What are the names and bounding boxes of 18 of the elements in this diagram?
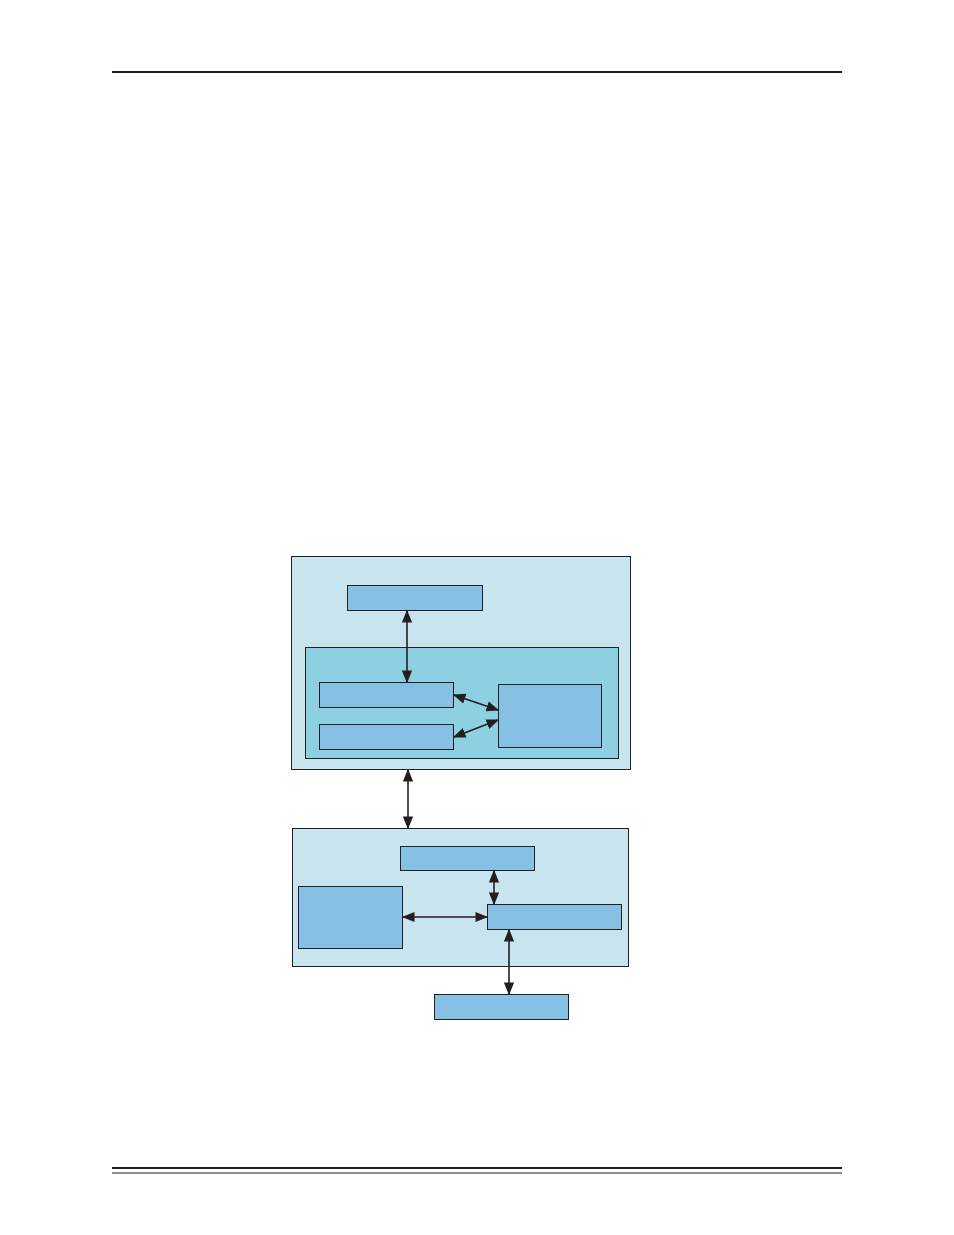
double-arrow xyxy=(401,911,489,923)
component-box xyxy=(347,585,483,611)
double-arrow xyxy=(401,609,413,684)
component-box xyxy=(434,994,569,1020)
component-box xyxy=(298,886,403,949)
component-box xyxy=(487,904,622,930)
component-box xyxy=(319,724,454,750)
component-box xyxy=(400,846,535,871)
component-box xyxy=(498,684,602,748)
double-arrow xyxy=(488,869,500,906)
container-panel xyxy=(292,828,629,967)
container-panel xyxy=(291,556,631,770)
double-arrow xyxy=(452,693,500,712)
double-arrow xyxy=(503,928,515,996)
double-arrow xyxy=(452,719,500,738)
container-panel xyxy=(305,647,619,759)
component-box xyxy=(319,682,454,708)
double-arrow xyxy=(402,768,414,830)
